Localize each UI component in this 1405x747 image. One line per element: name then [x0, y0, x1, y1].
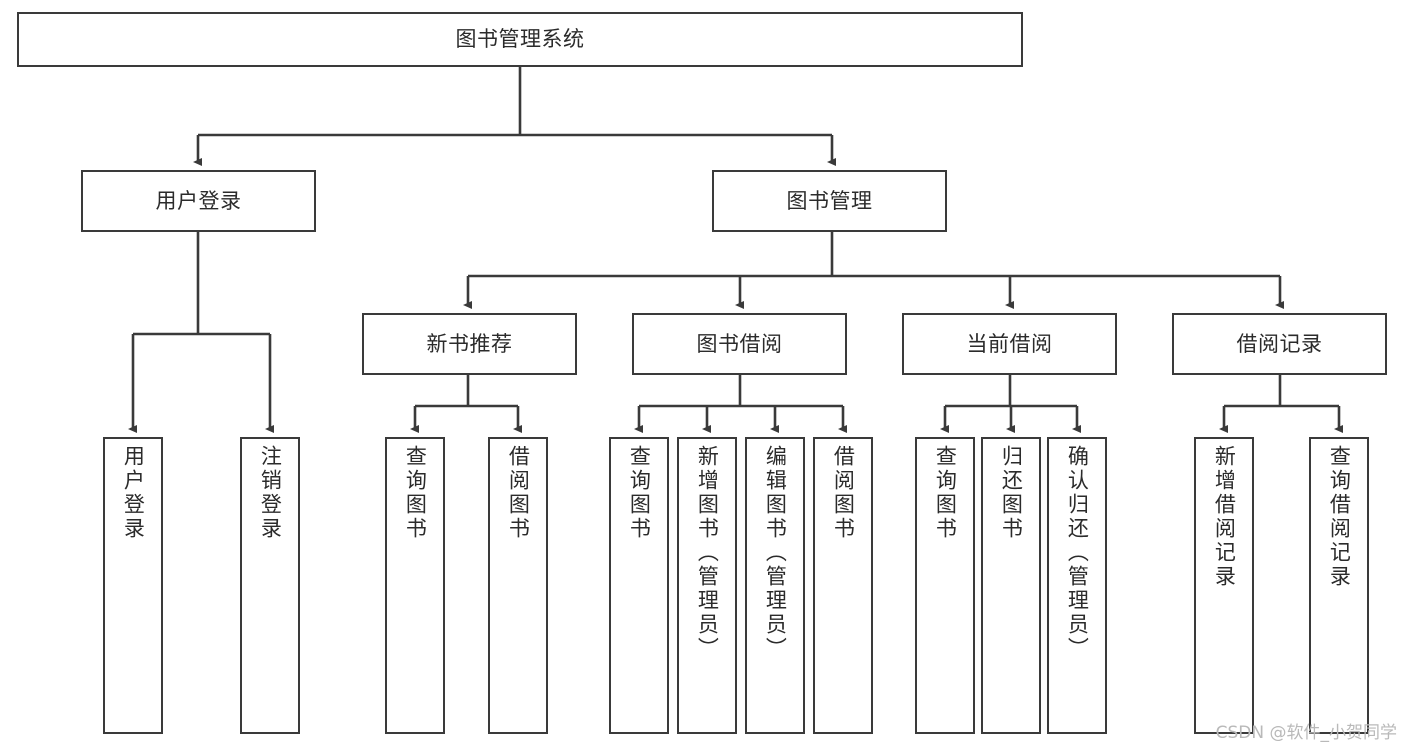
- node-book-management[interactable]: 图书管理: [712, 170, 947, 232]
- leaf-user-login-login[interactable]: 用户登录: [103, 437, 163, 734]
- node-label: 借阅图书: [506, 445, 531, 541]
- leaf-book-borrow-query[interactable]: 查询图书: [609, 437, 669, 734]
- node-label: 用户登录: [121, 445, 146, 541]
- leaf-borrow-record-query[interactable]: 查询借阅记录: [1309, 437, 1369, 734]
- node-book-borrow[interactable]: 图书借阅: [632, 313, 847, 375]
- node-label: 新增借阅记录: [1212, 445, 1237, 589]
- node-user-login[interactable]: 用户登录: [81, 170, 316, 232]
- node-label: 注销登录: [258, 445, 283, 541]
- node-borrow-record[interactable]: 借阅记录: [1172, 313, 1387, 375]
- node-label: 新书推荐: [426, 331, 513, 356]
- leaf-borrow-record-add[interactable]: 新增借阅记录: [1194, 437, 1254, 734]
- node-label: 新增图书（管理员）: [695, 445, 720, 661]
- node-label: 借阅记录: [1236, 331, 1323, 356]
- node-label: 查询图书: [933, 445, 958, 541]
- node-label: 确认归还（管理员）: [1065, 445, 1090, 661]
- leaf-user-login-logout[interactable]: 注销登录: [240, 437, 300, 734]
- leaf-new-book-query[interactable]: 查询图书: [385, 437, 445, 734]
- node-label: 当前借阅: [966, 331, 1053, 356]
- node-label: 图书借阅: [696, 331, 783, 356]
- leaf-book-borrow-edit[interactable]: 编辑图书（管理员）: [745, 437, 805, 734]
- node-label: 用户登录: [155, 188, 242, 213]
- node-label: 编辑图书（管理员）: [763, 445, 788, 661]
- node-label: 图书管理系统: [455, 27, 585, 52]
- leaf-current-borrow-return[interactable]: 归还图书: [981, 437, 1041, 734]
- leaf-book-borrow-borrow[interactable]: 借阅图书: [813, 437, 873, 734]
- node-label: 查询借阅记录: [1327, 445, 1352, 589]
- leaf-current-borrow-confirm-return[interactable]: 确认归还（管理员）: [1047, 437, 1107, 734]
- leaf-new-book-borrow[interactable]: 借阅图书: [488, 437, 548, 734]
- leaf-current-borrow-query[interactable]: 查询图书: [915, 437, 975, 734]
- node-label: 查询图书: [403, 445, 428, 541]
- node-label: 借阅图书: [831, 445, 856, 541]
- leaf-book-borrow-add[interactable]: 新增图书（管理员）: [677, 437, 737, 734]
- node-label: 图书管理: [786, 188, 873, 213]
- node-label: 查询图书: [627, 445, 652, 541]
- node-current-borrow[interactable]: 当前借阅: [902, 313, 1117, 375]
- node-root-book-management-system[interactable]: 图书管理系统: [17, 12, 1023, 67]
- watermark-text: CSDN @软件_小贺同学: [1215, 723, 1397, 743]
- node-new-book-recommend[interactable]: 新书推荐: [362, 313, 577, 375]
- node-label: 归还图书: [999, 445, 1024, 541]
